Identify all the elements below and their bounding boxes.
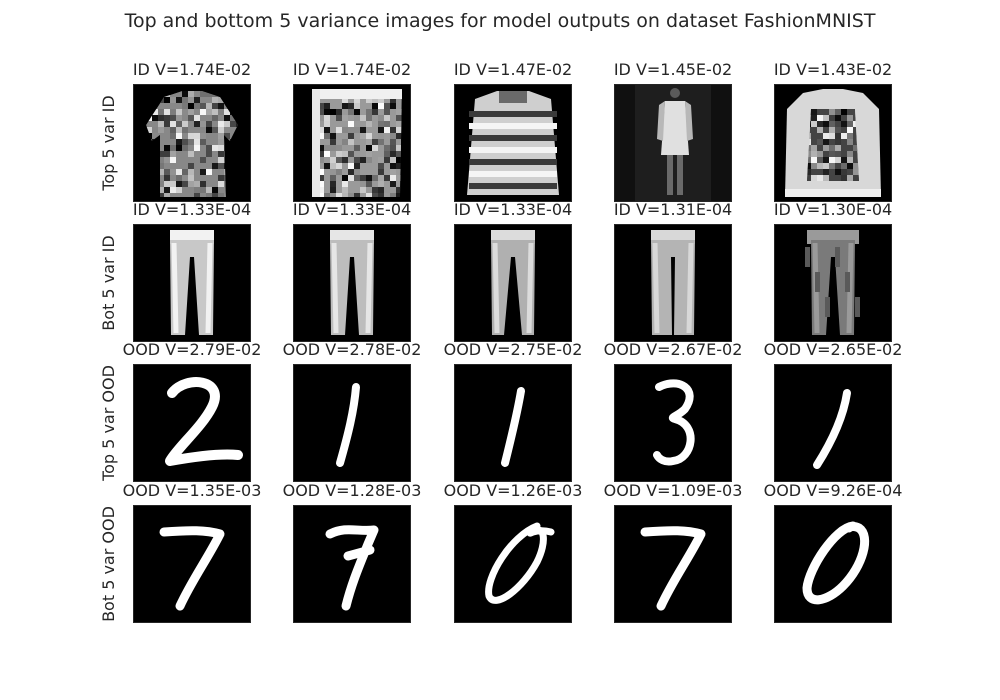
trouser-icon xyxy=(775,225,891,341)
image-thumbnail xyxy=(454,505,572,623)
cell-title: ID V=1.74E-02 xyxy=(292,60,412,79)
row-label: Top 5 var OOD xyxy=(99,365,118,481)
row-label: Top 5 var ID xyxy=(99,95,118,191)
cell-title: ID V=1.30E-04 xyxy=(773,200,893,219)
digit-3-icon xyxy=(615,365,731,481)
pullover-striped-icon xyxy=(455,85,571,201)
cell-title: OOD V=2.79E-02 xyxy=(122,340,262,359)
cell-title: OOD V=2.67E-02 xyxy=(603,340,743,359)
cell-title: OOD V=2.75E-02 xyxy=(443,340,583,359)
cell-title: ID V=1.33E-04 xyxy=(453,200,573,219)
image-thumbnail xyxy=(133,84,251,202)
row-label: Bot 5 var OOD xyxy=(99,506,118,622)
image-thumbnail xyxy=(133,505,251,623)
image-thumbnail xyxy=(774,364,892,482)
digit-1-icon xyxy=(294,365,410,481)
image-thumbnail xyxy=(293,505,411,623)
image-thumbnail xyxy=(293,364,411,482)
cell-title: OOD V=2.65E-02 xyxy=(763,340,903,359)
digit-2-icon xyxy=(134,365,250,481)
image-thumbnail xyxy=(774,224,892,342)
trouser-icon xyxy=(134,225,250,341)
image-thumbnail xyxy=(454,84,572,202)
digit-1-icon xyxy=(775,365,891,481)
cell-title: ID V=1.33E-04 xyxy=(292,200,412,219)
dress-person-icon xyxy=(615,85,731,201)
digit-0-icon xyxy=(455,506,571,622)
digit-7-icon xyxy=(615,506,731,622)
shirt-folded-icon xyxy=(294,85,410,201)
cell-title: OOD V=1.35E-03 xyxy=(122,481,262,500)
coat-print-icon xyxy=(775,85,891,201)
cell-title: OOD V=1.26E-03 xyxy=(443,481,583,500)
image-thumbnail xyxy=(133,224,251,342)
cell-title: ID V=1.31E-04 xyxy=(613,200,733,219)
cell-title: OOD V=9.26E-04 xyxy=(763,481,903,500)
cell-title: OOD V=1.09E-03 xyxy=(603,481,743,500)
digit-0-icon xyxy=(775,506,891,622)
figure-title: Top and bottom 5 variance images for mod… xyxy=(124,10,876,32)
trouser-icon xyxy=(455,225,571,341)
image-thumbnail xyxy=(454,364,572,482)
image-thumbnail xyxy=(774,84,892,202)
trouser-icon xyxy=(615,225,731,341)
cell-title: ID V=1.33E-04 xyxy=(132,200,252,219)
image-thumbnail xyxy=(614,505,732,623)
cell-title: ID V=1.43E-02 xyxy=(773,60,893,79)
image-thumbnail xyxy=(293,84,411,202)
image-thumbnail xyxy=(614,364,732,482)
image-thumbnail xyxy=(293,224,411,342)
image-thumbnail xyxy=(133,364,251,482)
cell-title: ID V=1.47E-02 xyxy=(453,60,573,79)
digit-7-icon xyxy=(294,506,410,622)
cell-title: ID V=1.74E-02 xyxy=(132,60,252,79)
digit-7-icon xyxy=(134,506,250,622)
trouser-icon xyxy=(294,225,410,341)
shirt-pattern-icon xyxy=(134,85,250,201)
cell-title: OOD V=1.28E-03 xyxy=(282,481,422,500)
image-thumbnail xyxy=(454,224,572,342)
cell-title: ID V=1.45E-02 xyxy=(613,60,733,79)
digit-1-icon xyxy=(455,365,571,481)
image-thumbnail xyxy=(614,84,732,202)
row-label: Bot 5 var ID xyxy=(99,235,118,331)
image-thumbnail xyxy=(614,224,732,342)
cell-title: OOD V=2.78E-02 xyxy=(282,340,422,359)
image-thumbnail xyxy=(774,505,892,623)
